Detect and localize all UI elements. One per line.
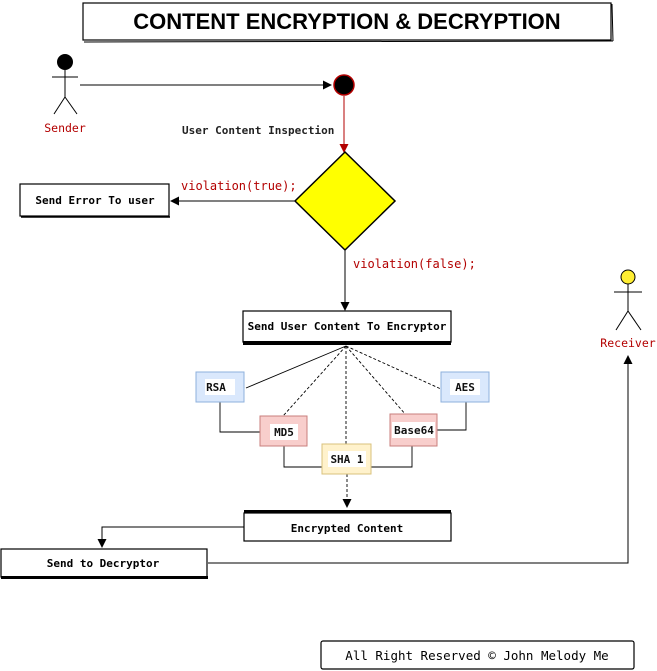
encrypted-content-label: Encrypted Content <box>291 522 404 535</box>
base64-label: Base64 <box>394 424 434 437</box>
encryptor-to-aes-edge <box>345 345 442 390</box>
aes-to-base64-edge <box>437 402 467 431</box>
encryptor-to-base64-edge <box>345 345 407 416</box>
sender-actor: Sender <box>44 54 86 135</box>
algorithm-connections <box>219 345 467 508</box>
receiver-label: Receiver <box>600 336 655 350</box>
decryptor-to-receiver-edge <box>208 355 633 564</box>
encrypted-content-box: Encrypted Content <box>243 510 452 542</box>
send-to-encryptor-label: Send User Content To Encryptor <box>248 320 447 333</box>
send-error-label: Send Error To user <box>35 194 155 207</box>
send-to-decryptor-box: Send to Decryptor <box>0 548 208 579</box>
violation-true-label: violation(true); <box>181 179 297 193</box>
base64-to-sha1-edge <box>371 446 413 468</box>
rsa-to-md5-edge <box>219 402 260 433</box>
send-error-box: Send Error To user <box>19 183 170 218</box>
md5-label: MD5 <box>274 426 294 439</box>
start-node <box>333 74 355 96</box>
receiver-actor: Receiver <box>600 269 656 350</box>
diagram-title: CONTENT ENCRYPTION & DECRYPTION <box>133 9 560 34</box>
base64-box: Base64 <box>389 413 438 447</box>
aes-box: AES <box>440 371 490 403</box>
sha1-label: SHA 1 <box>330 453 363 466</box>
sha1-box: SHA 1 <box>321 443 372 475</box>
rsa-label: RSA <box>206 381 226 394</box>
copyright-footer: All Right Reserved © John Melody Me <box>320 640 635 670</box>
md5-box: MD5 <box>259 415 308 447</box>
encryptor-to-rsa-edge <box>245 345 347 389</box>
sender-head-icon <box>57 54 73 70</box>
rsa-box: RSA <box>195 371 245 403</box>
violation-false-label: violation(false); <box>353 257 476 271</box>
encryptor-to-md5-edge <box>282 345 347 417</box>
violation-decision <box>293 150 397 252</box>
title-box: CONTENT ENCRYPTION & DECRYPTION <box>82 2 614 43</box>
inspection-label: User Content Inspection <box>182 124 334 137</box>
aes-label: AES <box>455 381 475 394</box>
send-to-decryptor-label: Send to Decryptor <box>47 557 160 570</box>
copyright-text: All Right Reserved © John Melody Me <box>345 648 608 663</box>
sender-label: Sender <box>44 121 86 135</box>
encrypted-to-decryptor-edge <box>97 526 244 548</box>
md5-to-sha1-edge <box>283 446 322 468</box>
receiver-head-icon <box>620 269 636 285</box>
send-to-encryptor-box: Send User Content To Encryptor <box>242 310 452 345</box>
